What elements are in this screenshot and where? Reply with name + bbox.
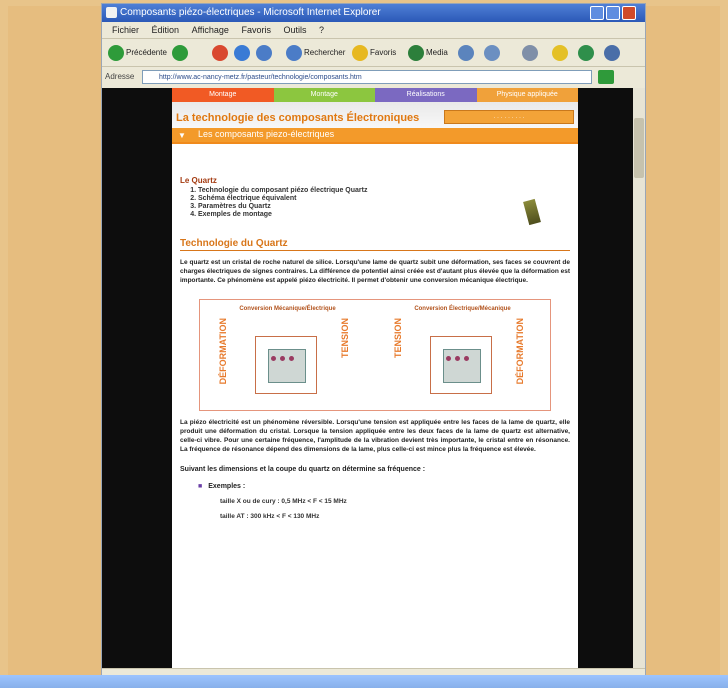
search-icon <box>286 44 302 61</box>
charge-dot <box>289 356 294 362</box>
menu-help[interactable]: ? <box>319 25 325 35</box>
mail-button[interactable] <box>484 44 502 62</box>
chapter-select[interactable]: · · · · · · · · · <box>444 110 574 124</box>
triangle-icon: ▼ <box>178 131 186 140</box>
toc-list: Technologie du composant piézo électriqu… <box>198 187 570 218</box>
vertical-scrollbar[interactable] <box>633 88 645 668</box>
search-button[interactable]: Rechercher <box>286 44 345 62</box>
close-icon[interactable] <box>622 6 636 20</box>
taskbar <box>0 675 728 688</box>
menu-favoris[interactable]: Favoris <box>241 25 271 35</box>
paragraph-2: La piézo électricité est un phénomène ré… <box>180 419 570 453</box>
frequency-heading: Suivant les dimensions et la coupe du qu… <box>180 466 426 474</box>
history-icon <box>458 44 474 61</box>
address-bar: Adresse http://www.ac-nancy-metz.fr/past… <box>102 66 645 88</box>
media-icon <box>408 44 424 61</box>
folder-icon <box>552 44 568 61</box>
web-page: Montage Montage Réalisations Physique ap… <box>172 88 578 668</box>
charge-dot <box>464 356 469 362</box>
piezo-diagram: Conversion Mécanique/Électrique DÉFORMAT… <box>199 299 551 412</box>
messenger-button[interactable] <box>578 44 596 62</box>
nav-item-2[interactable]: Montage <box>273 88 375 102</box>
charge-dot <box>446 356 451 362</box>
toc-item[interactable]: Schéma électrique équivalent <box>198 195 570 202</box>
address-input[interactable]: http://www.ac-nancy-metz.fr/pasteur/tech… <box>142 70 592 84</box>
browser-window: Composants piézo-électriques - Microsoft… <box>101 3 646 683</box>
diagram-right: Conversion Électrique/Mécanique TENSION … <box>375 300 550 410</box>
forward-button[interactable] <box>172 44 190 62</box>
site-nav: Montage Montage Réalisations Physique ap… <box>172 88 578 102</box>
home-icon <box>256 44 272 61</box>
example-line: taille AT : 300 kHz < F < 130 MHz <box>220 513 320 521</box>
charge-dot <box>280 356 285 362</box>
favorites-button[interactable]: Favoris <box>352 44 396 62</box>
forward-arrow-icon <box>172 44 188 61</box>
section-subbar: ▼ Les composants piezo-électriques <box>172 128 578 142</box>
quartz-plate-left <box>268 349 306 384</box>
home-button[interactable] <box>256 44 274 62</box>
minimize-icon[interactable] <box>590 6 604 20</box>
messenger-icon <box>578 44 594 61</box>
user-icon <box>604 44 620 61</box>
title-bar: Composants piézo-électriques - Microsoft… <box>102 4 645 22</box>
page-viewport: Montage Montage Réalisations Physique ap… <box>102 88 645 668</box>
tension-label: TENSION <box>340 318 350 359</box>
back-button[interactable]: Précédente <box>108 44 167 62</box>
address-label: Adresse <box>105 72 135 81</box>
tension-label: TENSION <box>393 318 403 359</box>
charge-dot <box>271 356 276 362</box>
subbar-title: Les composants piezo-électriques <box>198 129 335 139</box>
refresh-icon <box>234 44 250 61</box>
folder-button[interactable] <box>552 44 570 62</box>
banner-title: La technologie des composants Électroniq… <box>176 112 420 124</box>
maximize-icon[interactable] <box>606 6 620 20</box>
media-button[interactable]: Media <box>408 44 448 62</box>
nav-item-3[interactable]: Réalisations <box>375 88 477 102</box>
quartz-block-left <box>255 336 317 395</box>
toc-title: Le Quartz <box>180 176 217 185</box>
nav-item-4[interactable]: Physique appliquée <box>476 88 578 102</box>
diagram-left-title: Conversion Mécanique/Électrique <box>239 306 336 313</box>
toc-item[interactable]: Paramètres du Quartz <box>198 203 570 210</box>
quartz-block-right <box>430 336 492 395</box>
page-content: Le Quartz Technologie du composant piézo… <box>172 144 578 528</box>
toolbar: Précédente Rechercher Favoris Media <box>102 38 645 66</box>
nav-item-1[interactable]: Montage <box>172 88 274 102</box>
example-line: taille X ou de cury : 0,5 MHz < F < 15 M… <box>220 498 347 506</box>
diagram-left: Conversion Mécanique/Électrique DÉFORMAT… <box>200 300 375 410</box>
star-icon <box>352 44 368 61</box>
back-arrow-icon <box>108 44 124 61</box>
deformation-label: DÉFORMATION <box>218 318 228 385</box>
print-icon <box>522 44 538 61</box>
section-title: Technologie du Quartz <box>180 238 570 251</box>
quartz-plate-right <box>443 349 481 384</box>
menu-bar: Fichier Édition Affichage Favoris Outils… <box>102 22 645 38</box>
menu-fichier[interactable]: Fichier <box>112 25 140 35</box>
bullet-icon: ■ <box>198 483 203 491</box>
examples-header: ■Exemples : <box>198 483 246 491</box>
scroll-thumb[interactable] <box>634 118 644 178</box>
toc-item[interactable]: Exemples de montage <box>198 211 570 218</box>
toc-item[interactable]: Technologie du composant piézo électriqu… <box>198 187 570 194</box>
menu-outils[interactable]: Outils <box>283 25 307 35</box>
history-button[interactable] <box>458 44 476 62</box>
page-banner: La technologie des composants Électroniq… <box>172 102 578 144</box>
window-title: Composants piézo-électriques - Microsoft… <box>120 7 381 18</box>
mail-icon <box>484 44 500 61</box>
ie-icon <box>106 7 117 18</box>
menu-affichage[interactable]: Affichage <box>191 25 229 35</box>
deformation-label: DÉFORMATION <box>515 318 525 385</box>
refresh-button[interactable] <box>234 44 252 62</box>
charge-dot <box>455 356 460 362</box>
user-button[interactable] <box>604 44 622 62</box>
paragraph-1: Le quartz est un cristal de roche nature… <box>180 259 570 284</box>
menu-edition[interactable]: Édition <box>151 25 180 35</box>
print-button[interactable] <box>522 44 540 62</box>
go-button[interactable] <box>598 70 614 84</box>
stop-button[interactable] <box>212 44 230 62</box>
diagram-right-title: Conversion Électrique/Mécanique <box>414 306 511 313</box>
stop-icon <box>212 44 228 61</box>
